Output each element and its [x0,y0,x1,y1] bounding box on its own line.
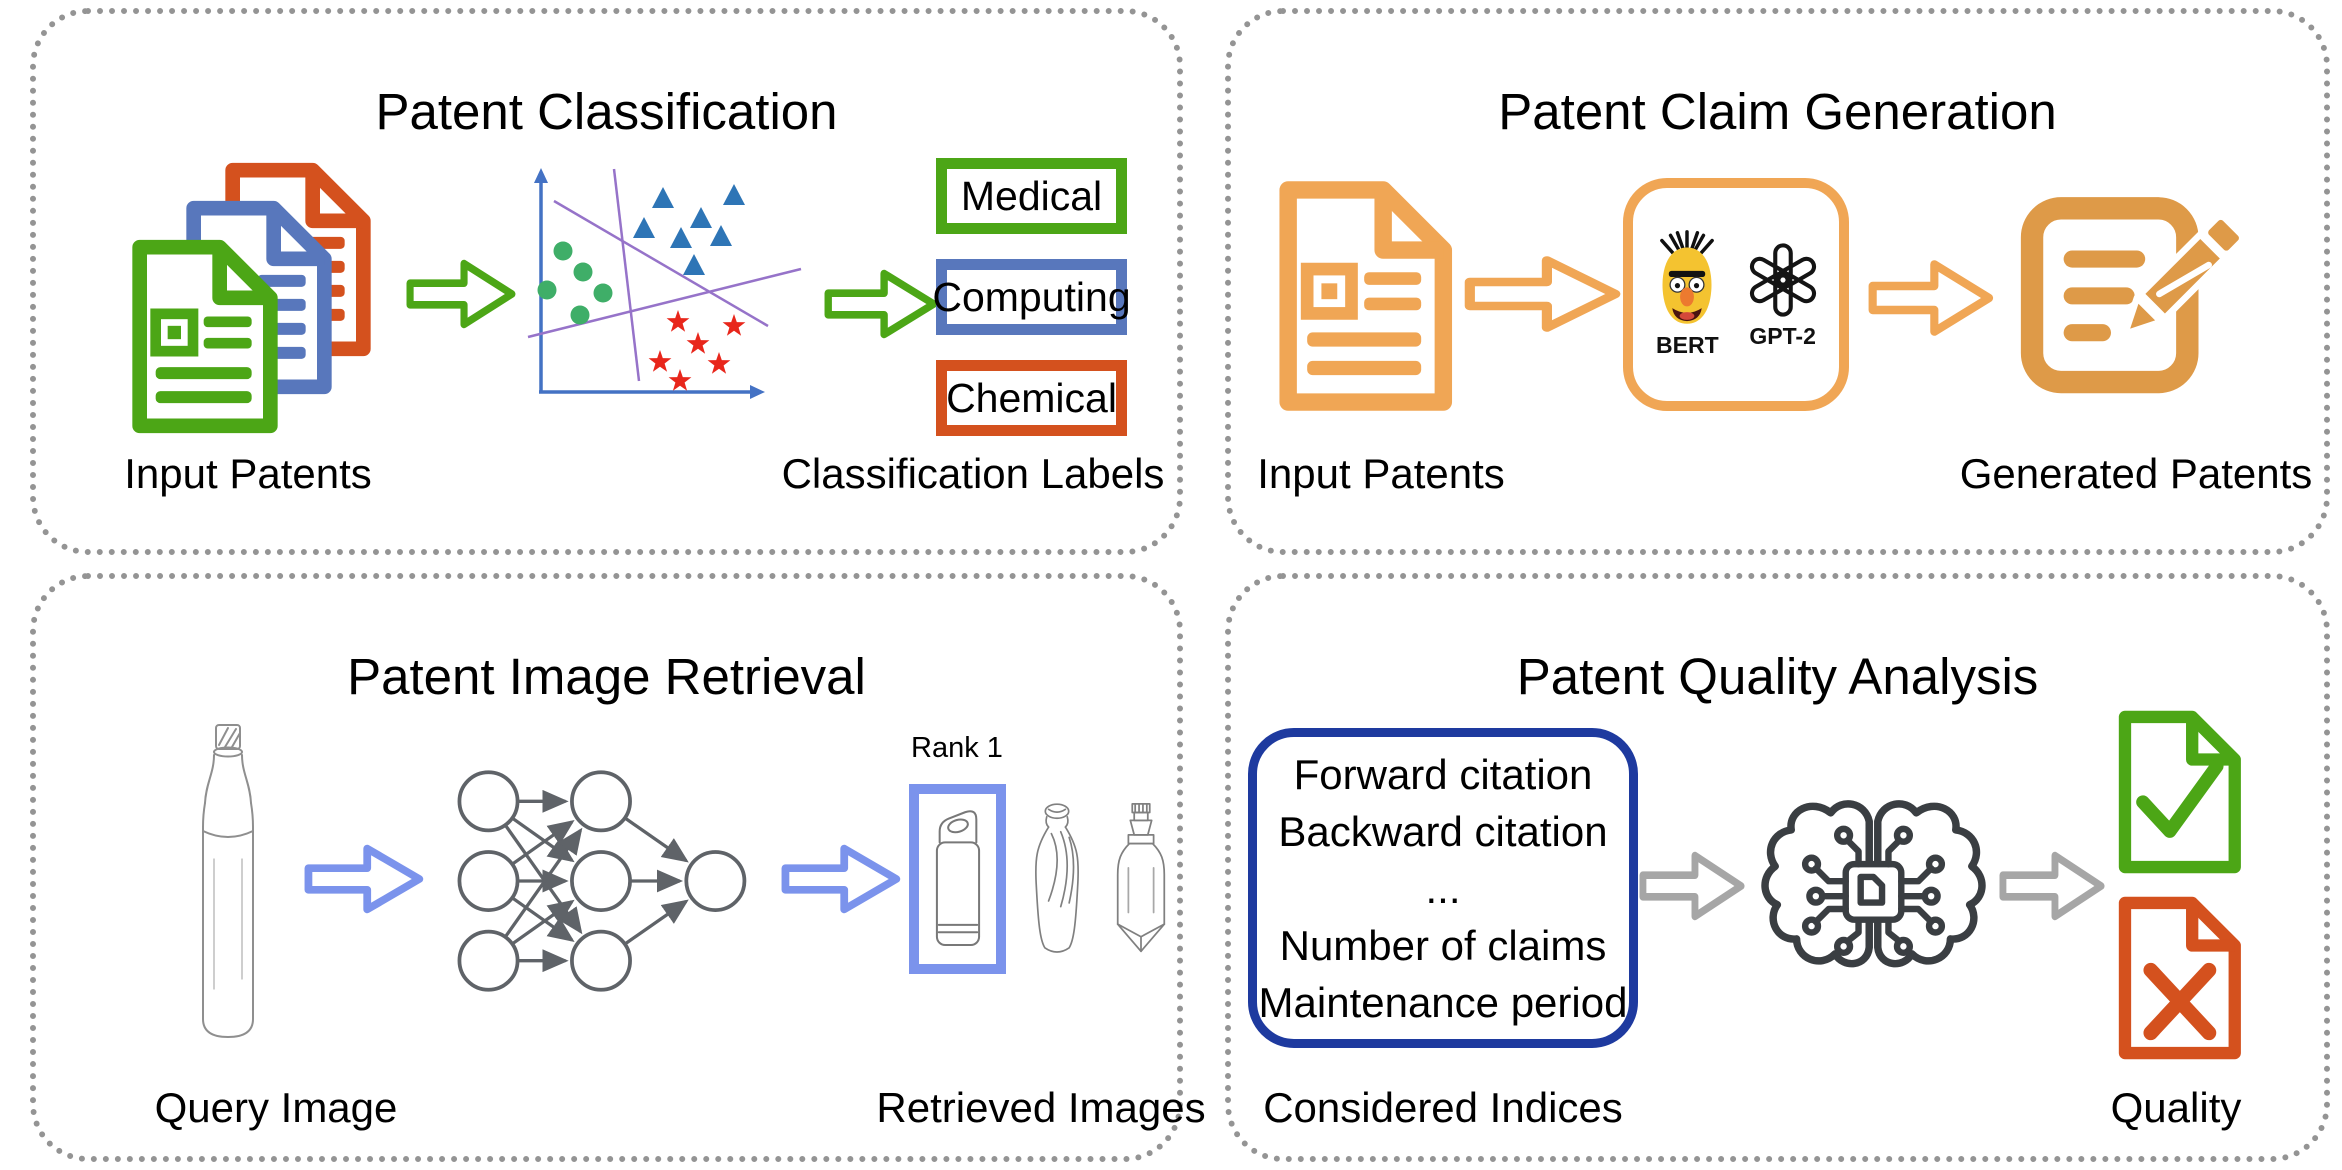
class-label-text: Medical [960,172,1103,219]
ai-brain-chip-icon [1756,778,1991,993]
query-image-caption: Query Image [154,1084,398,1131]
panel-title: Patent Image Retrieval [347,648,866,706]
gpt2-model: GPT-2 [1742,239,1824,350]
flow-arrow-icon [1464,252,1624,336]
bert-model: BERT [1648,230,1726,359]
generated-patents-caption: Generated Patents [1959,450,2313,497]
neural-network [457,770,747,992]
panel-title: Patent Quality Analysis [1516,648,2039,706]
index-item: Number of claims [1279,921,1607,969]
class-label-computing: Computing [932,259,1131,335]
flow-arrow-icon [1639,848,1747,924]
index-item: Maintenance period [1258,978,1628,1026]
rank-1-label: Rank 1 [911,732,1003,764]
index-item: ... [1425,864,1461,912]
classification-labels-caption: Classification Labels [781,450,1165,497]
bert-icon [1660,230,1715,324]
retrieved-bottle-1 [935,809,980,946]
flow-arrow-icon [824,266,940,342]
panel-title: Patent Classification [375,83,838,141]
bert-label: BERT [1656,332,1719,358]
index-item: Backward citation [1278,807,1608,855]
generated-patent-icon [2020,197,2246,394]
considered-indices-box: Forward citation Backward citation ... N… [1248,728,1638,1048]
class-label-chemical: Chemical [936,360,1127,436]
class-label-text: Chemical [946,374,1117,421]
retrieved-bottle-2 [1034,803,1080,953]
gpt2-label: GPT-2 [1749,323,1816,349]
flow-arrow-icon [406,256,518,332]
class-label-text: Computing [932,273,1131,320]
language-model-box: BERT GPT-2 [1623,178,1849,411]
high-quality-document-icon [2109,708,2244,876]
check-icon [2136,759,2224,838]
quality-caption: Quality [2110,1084,2242,1131]
flow-arrow-icon [304,841,426,917]
retrieved-images-caption: Retrieved Images [876,1084,1206,1131]
panel-title: Patent Claim Generation [1498,83,2057,141]
panel-patent-claim-generation: Patent Claim Generation Input Patents [1225,8,2330,555]
flow-arrow-icon [781,841,903,917]
patent-document-icon-orange [1266,176,1456,416]
input-patents-caption: Input Patents [1257,450,1505,497]
low-quality-document-icon [2109,894,2244,1062]
panel-patent-classification: Patent Classification Input Patents Medi… [30,8,1183,555]
input-patents-caption: Input Patents [124,450,372,497]
rank-1-result-box [909,784,1006,974]
x-icon [2143,962,2217,1041]
class-label-medical: Medical [936,158,1127,234]
panel-patent-quality-analysis: Patent Quality Analysis Forward citation… [1225,573,2330,1162]
flow-arrow-icon [1868,256,1996,340]
flow-arrow-icon [1999,848,2107,924]
scatter-plot [527,168,802,399]
gpt2-icon [1749,243,1816,317]
index-item: Forward citation [1293,750,1593,798]
considered-indices-caption: Considered Indices [1263,1084,1623,1131]
retrieved-bottle-3 [1116,802,1166,953]
patent-document-icon-green [121,233,281,440]
panel-patent-image-retrieval: Patent Image Retrieval Query Image Rank … [30,573,1206,1162]
query-bottle-drawing [202,724,254,1039]
